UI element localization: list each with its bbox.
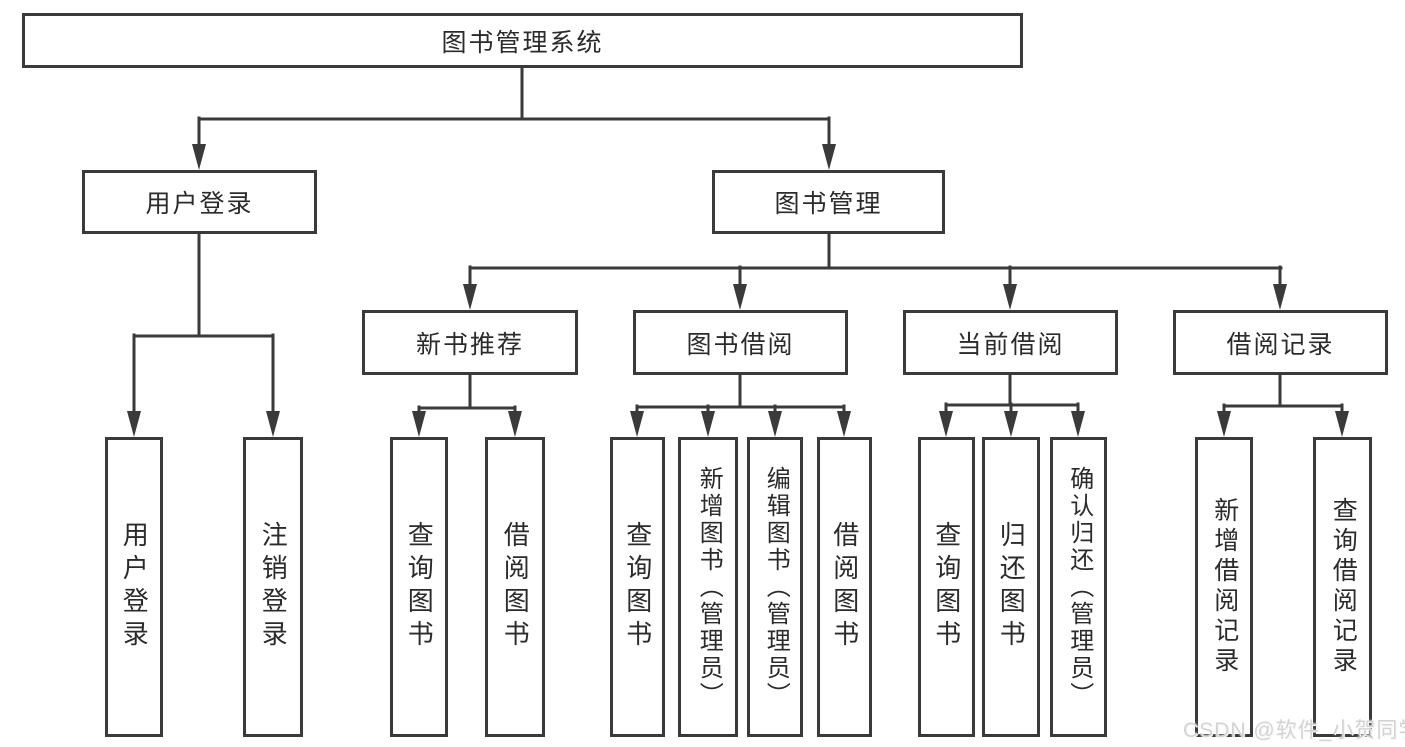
node-label: 新增图书（管理员） (695, 465, 723, 709)
node-leaf-add-books-admin: 新增图书（管理员） (678, 437, 738, 737)
node-label: 注销登录 (258, 521, 289, 653)
node-borrow-records: 借阅记录 (1173, 310, 1388, 375)
node-leaf-borrow-books-rec: 借阅图书 (485, 437, 545, 737)
node-new-book-recommend: 新书推荐 (362, 310, 578, 375)
watermark: CSDN @软件_小贺同学 (1183, 719, 1405, 742)
node-label: 查询图书 (931, 521, 962, 653)
node-leaf-add-borrow-record: 新增借阅记录 (1195, 437, 1253, 737)
node-root: 图书管理系统 (22, 13, 1023, 68)
node-label: 查询图书 (622, 521, 653, 653)
node-label: 查询借阅记录 (1329, 497, 1358, 677)
node-label: 当前借阅 (956, 330, 1065, 359)
node-label: 用户登录 (119, 521, 150, 653)
node-leaf-edit-books-admin: 编辑图书（管理员） (747, 437, 803, 737)
node-book-mgmt: 图书管理 (712, 170, 945, 234)
node-leaf-logout: 注销登录 (243, 437, 303, 737)
node-leaf-borrow-books-bb: 借阅图书 (817, 437, 872, 737)
node-label: 图书管理 (774, 190, 883, 218)
node-current-borrow: 当前借阅 (903, 310, 1118, 375)
node-label: 新书推荐 (415, 330, 524, 359)
node-label: 借阅记录 (1226, 330, 1335, 359)
node-leaf-query-books-bb: 查询图书 (610, 437, 665, 737)
node-leaf-confirm-return-admin: 确认归还（管理员） (1050, 437, 1107, 737)
node-label: 新增借阅记录 (1210, 497, 1239, 677)
node-leaf-user-login: 用户登录 (105, 437, 163, 737)
node-label: 借阅图书 (500, 521, 531, 653)
node-label: 编辑图书（管理员） (762, 465, 790, 709)
node-leaf-return-books: 归还图书 (982, 437, 1040, 737)
node-label: 归还图书 (996, 521, 1027, 653)
node-user-login: 用户登录 (82, 170, 317, 234)
node-leaf-query-books-rec: 查询图书 (390, 437, 448, 737)
node-label: 确认归还（管理员） (1065, 465, 1093, 709)
node-label: 图书管理系统 (441, 28, 604, 57)
node-leaf-query-borrow-record: 查询借阅记录 (1313, 437, 1372, 737)
node-label: 查询图书 (404, 521, 435, 653)
node-label: 借阅图书 (829, 521, 860, 653)
node-label: 用户登录 (145, 190, 254, 218)
node-leaf-query-books-cb: 查询图书 (918, 437, 975, 737)
node-label: 图书借阅 (686, 330, 795, 359)
node-book-borrow: 图书借阅 (633, 310, 848, 375)
